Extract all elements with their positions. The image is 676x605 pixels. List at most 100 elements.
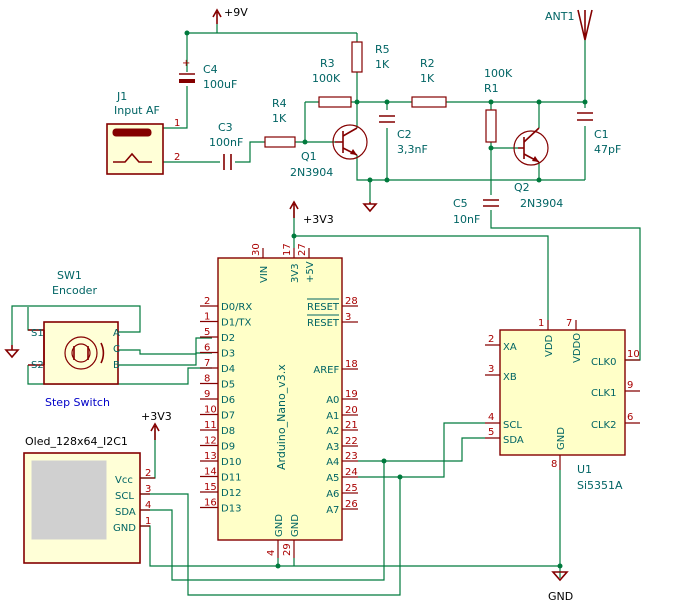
nano-right-label: A5 bbox=[326, 473, 339, 484]
nano-right-pin-number: 26 bbox=[345, 499, 358, 510]
u1-pin-xb: 3 bbox=[488, 364, 494, 375]
r1-ref: R1 bbox=[484, 82, 499, 95]
nano-left-pin-number: 2 bbox=[204, 296, 210, 307]
q1-value: 2N3904 bbox=[290, 166, 333, 179]
nano-left-pin-number: 7 bbox=[204, 358, 210, 369]
nano-top-pin-number: 17 bbox=[282, 243, 293, 256]
r3-resistor bbox=[318, 96, 352, 108]
nano-left-pin-number: 14 bbox=[204, 467, 217, 478]
nano-left-label: D3 bbox=[221, 349, 235, 360]
c3-ref: C3 bbox=[218, 121, 233, 134]
u1-pin-clk0: 10 bbox=[627, 349, 640, 360]
nano-left-pin-number: 11 bbox=[204, 420, 217, 431]
nano-pin-labels: D0/RX2D1/TX1D25D36D47D58D69D710D811D912D… bbox=[204, 243, 358, 556]
c1-capacitor bbox=[577, 112, 593, 121]
r2-resistor bbox=[411, 96, 447, 108]
nano-left-label: D1/TX bbox=[221, 318, 252, 329]
u1-vddo: VDDO bbox=[572, 333, 583, 363]
u1-gnd: GND bbox=[556, 427, 567, 450]
nano-left-label: D2 bbox=[221, 333, 235, 344]
u1-value: Si5351A bbox=[577, 479, 623, 492]
u1-clk0: CLK0 bbox=[591, 357, 616, 368]
sw1-s2: S2 bbox=[31, 360, 44, 371]
power-3v3-oled-label: +3V3 bbox=[141, 410, 172, 423]
r1-resistor bbox=[485, 109, 497, 143]
nano-right-label: A6 bbox=[326, 489, 339, 500]
j1-ref: J1 bbox=[116, 90, 127, 103]
u1-scl: SCL bbox=[503, 420, 522, 431]
sw1-desc: Step Switch bbox=[45, 396, 110, 409]
j1-pin1: 1 bbox=[174, 118, 180, 129]
u1-pin-clk1: 9 bbox=[627, 380, 633, 391]
gnd-symbol-rf bbox=[362, 202, 378, 213]
nano-right-pin-number: 25 bbox=[345, 483, 358, 494]
nano-right-label: A3 bbox=[326, 442, 339, 453]
r5-ref: R5 bbox=[375, 43, 390, 56]
sw1-ref: SW1 bbox=[57, 269, 82, 282]
oled-display bbox=[23, 452, 155, 564]
u1-pin-clk2: 6 bbox=[627, 412, 633, 423]
sw1-a: A bbox=[113, 328, 120, 339]
nano-left-pin-number: 12 bbox=[204, 436, 217, 447]
c4-value: 100uF bbox=[203, 78, 237, 91]
u1-clk1: CLK1 bbox=[591, 388, 616, 399]
nano-left-label: D4 bbox=[221, 364, 235, 375]
r3-ref: R3 bbox=[320, 57, 335, 70]
nano-pin-stubs bbox=[200, 248, 358, 558]
nano-right-pin-number: 20 bbox=[345, 405, 358, 416]
nano-right-label: AREF bbox=[313, 365, 339, 376]
u1-ref: U1 bbox=[577, 463, 592, 476]
nano-left-pin-number: 8 bbox=[204, 374, 210, 385]
power-3v3-oled-symbol bbox=[150, 422, 160, 440]
c2-ref: C2 bbox=[397, 128, 412, 141]
nano-right-label: A7 bbox=[326, 505, 339, 516]
nano-left-pin-number: 5 bbox=[204, 327, 210, 338]
nano-bottom-label: GND bbox=[274, 514, 285, 537]
nano-right-label: RESET bbox=[307, 318, 340, 329]
nano-left-label: D0/RX bbox=[221, 302, 252, 313]
power-9v-symbol bbox=[212, 8, 222, 24]
nano-top-label: VIN bbox=[259, 266, 270, 283]
nano-left-label: D11 bbox=[221, 473, 241, 484]
oled-label: Oled_128x64_I2C1 bbox=[25, 435, 128, 448]
nano-right-label: RESET bbox=[307, 302, 340, 313]
nano-top-pin-number: 27 bbox=[297, 243, 308, 256]
sw1-c: C bbox=[113, 344, 120, 355]
r2-ref: R2 bbox=[420, 57, 435, 70]
c4-ref: C4 bbox=[203, 63, 218, 76]
encoder-switch bbox=[28, 321, 119, 385]
nano-right-pin-number: 28 bbox=[345, 296, 358, 307]
nano-left-label: D10 bbox=[221, 457, 241, 468]
r1-value: 100K bbox=[484, 67, 513, 80]
q1-ref: Q1 bbox=[301, 150, 317, 163]
u1-pin-xa: 2 bbox=[488, 334, 494, 345]
nano-right-label: A2 bbox=[326, 426, 339, 437]
nano-right-pin-number: 19 bbox=[345, 389, 358, 400]
nano-left-pin-number: 9 bbox=[204, 389, 210, 400]
nano-bottom-label: GND bbox=[290, 514, 301, 537]
r5-resistor bbox=[351, 41, 363, 73]
oled-scl: SCL bbox=[115, 491, 134, 502]
nano-left-label: D5 bbox=[221, 380, 235, 391]
nano-left-pin-number: 15 bbox=[204, 482, 217, 493]
u1-sda: SDA bbox=[503, 435, 524, 446]
q1-transistor bbox=[332, 124, 368, 160]
gnd-label: GND bbox=[548, 590, 573, 603]
u1-pin-vdd: 1 bbox=[538, 318, 544, 329]
nano-left-label: D6 bbox=[221, 395, 235, 406]
u1-pin-sda: 5 bbox=[488, 427, 494, 438]
r3-value: 100K bbox=[312, 72, 341, 85]
q2-ref: Q2 bbox=[514, 181, 530, 194]
nano-right-label: A0 bbox=[326, 395, 339, 406]
wires bbox=[11, 24, 641, 596]
c4-capacitor bbox=[179, 73, 195, 83]
j1-pin2: 2 bbox=[174, 152, 180, 163]
si5351-chip bbox=[485, 320, 640, 470]
sw1-value: Encoder bbox=[52, 284, 97, 297]
nano-left-label: D9 bbox=[221, 442, 235, 453]
oled-vcc: Vcc bbox=[115, 475, 133, 486]
nano-left-pin-number: 13 bbox=[204, 451, 217, 462]
nano-bottom-pin-number: 29 bbox=[282, 543, 293, 556]
